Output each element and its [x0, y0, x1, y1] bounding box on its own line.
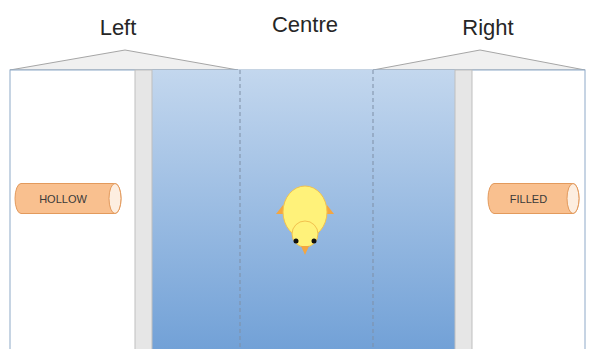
tube-end: [109, 184, 121, 214]
chick-eye: [312, 239, 317, 244]
arena-frame: [10, 70, 585, 349]
object-label: FILLED: [510, 193, 557, 205]
chick-beak: [301, 246, 309, 255]
position-label: Left: [100, 15, 137, 41]
right-marker: [373, 50, 585, 70]
chick-head: [292, 221, 318, 247]
chick-eye: [294, 239, 299, 244]
tube-body: [488, 184, 579, 214]
tube-object: FILLED: [488, 183, 579, 214]
object-label: HOLLOW: [39, 193, 97, 205]
centre-arena: [152, 70, 455, 349]
chick-figure: [276, 186, 334, 255]
tube-object: HOLLOW: [15, 183, 121, 214]
tube-body: [15, 184, 121, 214]
zone-divider: [373, 70, 374, 349]
tube-end: [567, 184, 579, 214]
position-label: Right: [462, 15, 513, 41]
left-wall: [135, 70, 152, 349]
left-marker: [10, 50, 238, 70]
right-wall: [455, 70, 472, 349]
position-label: Centre: [272, 12, 338, 38]
zone-divider: [240, 70, 241, 349]
